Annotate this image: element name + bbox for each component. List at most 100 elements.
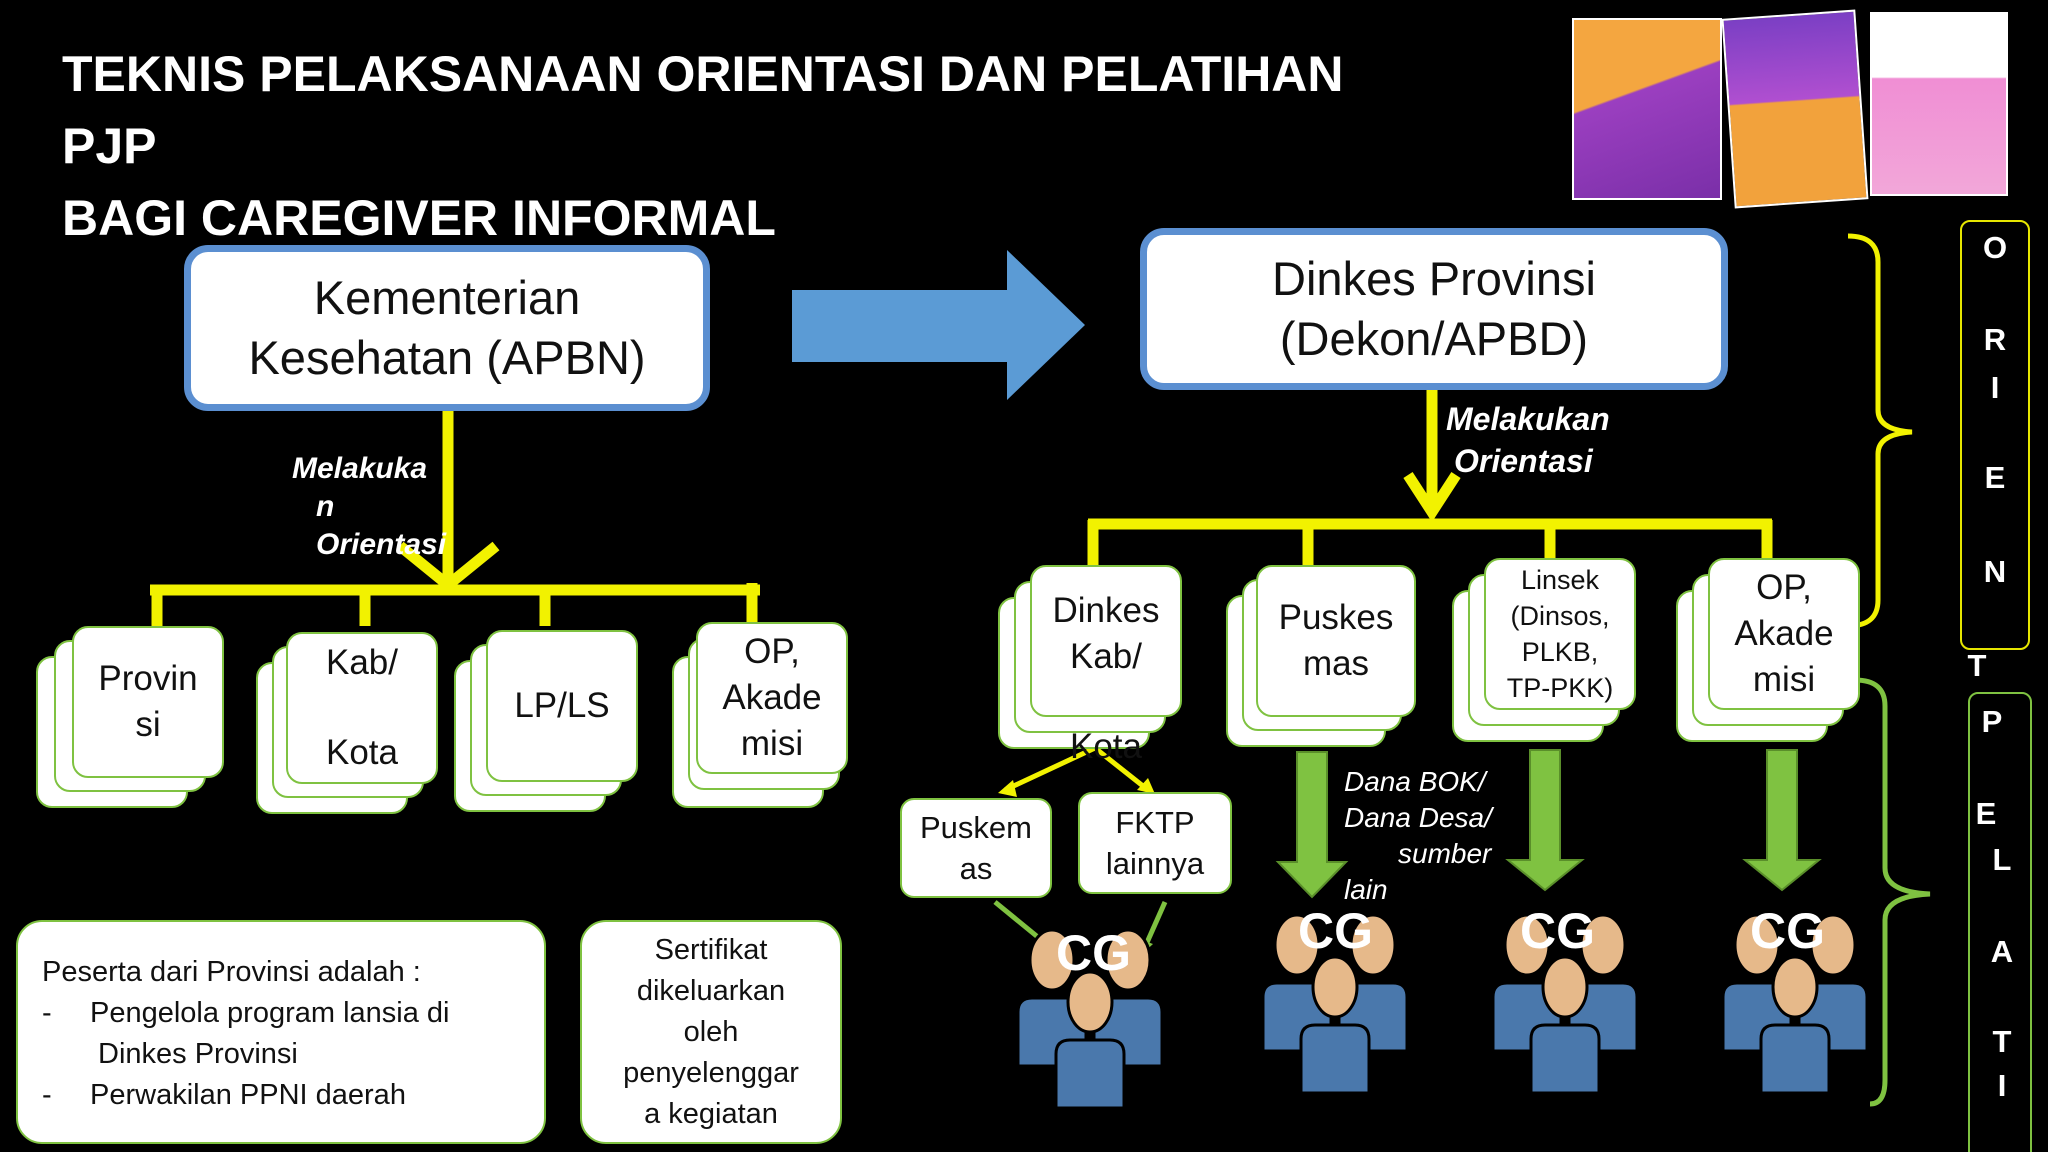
card-linsek-line-3: PLKB, <box>1521 637 1599 667</box>
card-puskesmas-line-1: Puskes <box>1278 598 1394 637</box>
peserta-bullet-1b: Dinkes Provinsi <box>98 1038 298 1070</box>
orientasi-letter-5: N <box>1983 554 2007 589</box>
dana-line-2: Dana Desa/ <box>1344 802 1492 833</box>
card-op-left-line-3: misi <box>740 724 804 763</box>
cg-label-2: CG <box>1298 903 1373 959</box>
dana-line-4: lain <box>1344 874 1388 905</box>
sertifikat-line-1: Sertifikat <box>654 934 768 966</box>
cg-label-4: CG <box>1750 903 1825 959</box>
peserta-dash-1: - <box>42 997 52 1029</box>
blue-right-arrow <box>792 250 1085 400</box>
card-linsek: Linsek (Dinsos, PLKB, TP-PKK) <box>1484 558 1636 710</box>
sertifikat-line-4: penyelenggar <box>623 1057 799 1089</box>
card-op-akademisi-right: OP, Akade misi <box>1708 558 1860 710</box>
peserta-heading: Peserta dari Provinsi adalah : <box>42 956 421 988</box>
card-op-right-line-2: Akade <box>1734 614 1834 653</box>
card-kab-kota-line-1: Kab/ <box>326 643 398 682</box>
card-op-left-line-2: Akade <box>722 678 822 717</box>
slide-title: TEKNIS PELAKSANAAN ORIENTASI DAN PELATIH… <box>62 38 1442 254</box>
peserta-dash-2: - <box>42 1079 52 1111</box>
card-op-akademisi-left: OP, Akade misi <box>696 622 848 774</box>
caregiver-group-icon <box>1261 913 1409 1095</box>
fktp-line-2: lainnya <box>1105 846 1205 881</box>
pelatihan-vertical-frame <box>1968 692 2032 1152</box>
person-icon-front <box>1759 955 1831 1095</box>
sertifikat-line-5: a kegiatan <box>644 1098 778 1130</box>
title-line-2: BAGI CAREGIVER INFORMAL <box>62 190 776 246</box>
orientasi-vertical-text: O R I E N T <box>1960 220 2030 683</box>
caregiver-group-icon <box>1016 928 1164 1110</box>
fktp-lainnya-box: FKTP lainnya <box>1078 792 1232 894</box>
fktp-line-1: FKTP <box>1115 805 1195 840</box>
orientasi-brace <box>1847 233 1913 629</box>
card-op-right-line-1: OP, <box>1756 568 1812 607</box>
sertifikat-line-3: oleh <box>683 1016 739 1048</box>
kemenkes-line-1: Kementerian <box>313 271 581 324</box>
card-lp-ls-line-1: LP/LS <box>514 686 610 725</box>
card-dinkes-kab-line-3: Kota <box>1069 727 1142 766</box>
card-dinkes-kab-kota: Dinkes Kab/ Kota <box>1030 565 1182 766</box>
card-provinsi-line-2: si <box>135 705 161 744</box>
right-yellow-connector <box>1087 384 1773 570</box>
left-orientasi-line-1: Melakuka <box>292 452 428 485</box>
pelatihan-letter-2: E <box>1975 796 1997 831</box>
title-line-1: TEKNIS PELAKSANAAN ORIENTASI DAN PELATIH… <box>62 46 1344 174</box>
kemenkes-box: Kementerian Kesehatan (APBN) <box>184 245 710 411</box>
card-op-right-line-3: misi <box>1752 660 1816 699</box>
cg-label-1: CG <box>1056 925 1131 981</box>
dinkes-provinsi-box: Dinkes Provinsi (Dekon/APBD) <box>1140 228 1728 390</box>
book-cover-1 <box>1572 18 1722 200</box>
orientasi-letter-1: O <box>1982 230 2008 265</box>
card-dinkes-kab-line-1: Dinkes <box>1052 591 1160 630</box>
right-orientasi-line-1: Melakukan <box>1446 401 1610 437</box>
green-down-arrows <box>1275 749 1822 899</box>
dinkes-provinsi-line-2: (Dekon/APBD) <box>1279 312 1589 365</box>
orientasi-vertical-frame <box>1960 220 2030 650</box>
pelatihan-letter-5: T <box>1992 1024 2012 1059</box>
pelatihan-vertical-text: P E L A T I <box>1968 692 2032 1152</box>
card-op-left-line-1: OP, <box>744 632 800 671</box>
pelatihan-letter-6: I <box>1997 1068 2007 1103</box>
card-lp-ls: LP/LS <box>486 630 638 782</box>
dana-line-1: Dana BOK/ <box>1344 766 1486 797</box>
card-kab-kota: Kab/ Kota <box>286 632 438 784</box>
orientasi-letter-3: I <box>1990 370 2000 405</box>
card-puskesmas: Puskes mas <box>1256 565 1416 717</box>
sertifikat-line-2: dikeluarkan <box>636 975 786 1007</box>
orientasi-letter-6: T <box>1967 648 1987 683</box>
sertifikat-note: Sertifikat dikeluarkan oleh penyelenggar… <box>580 920 842 1144</box>
orientasi-letter-2: R <box>1983 322 2007 357</box>
left-orientasi-label: Melakuka n Orientasi <box>292 450 446 564</box>
cg-label-3: CG <box>1520 903 1595 959</box>
puskemas-line-1: Puskem <box>920 810 1032 845</box>
kab-split-arrows <box>998 745 1155 797</box>
pelatihan-letter-4: A <box>1990 934 2014 969</box>
book-cover-2 <box>1721 9 1869 209</box>
caregiver-group-icon <box>1721 913 1869 1095</box>
card-provinsi-line-1: Provin <box>98 659 198 698</box>
dinkes-provinsi-line-1: Dinkes Provinsi <box>1272 252 1596 305</box>
people-layer <box>1016 913 1869 1110</box>
peserta-note: Peserta dari Provinsi adalah : - Pengelo… <box>16 920 546 1144</box>
orientasi-letter-4: E <box>1984 460 2006 495</box>
person-icon-front <box>1054 970 1126 1110</box>
dana-line-3: sumber <box>1398 838 1492 869</box>
peserta-bullet-2: Perwakilan PPNI daerah <box>90 1079 406 1111</box>
left-orientasi-line-3: Orientasi <box>316 528 447 561</box>
card-provinsi: Provin si <box>72 626 224 778</box>
peserta-bullet-1: Pengelola program lansia di <box>90 997 450 1029</box>
card-linsek-line-4: TP-PKK) <box>1506 673 1614 703</box>
pelatihan-brace <box>1854 677 1931 1107</box>
card-linsek-line-1: Linsek <box>1520 565 1600 595</box>
puskemas-line-2: as <box>959 851 993 886</box>
person-icon-front <box>1299 955 1371 1095</box>
card-puskesmas-line-2: mas <box>1302 644 1370 683</box>
left-orientasi-line-2: n <box>316 490 335 523</box>
pelatihan-letter-3: L <box>1992 842 2012 877</box>
dana-label: Dana BOK/ Dana Desa/ sumber lain <box>1344 764 1492 908</box>
pelatihan-letter-1: P <box>1981 704 2003 739</box>
left-yellow-connector <box>150 400 760 626</box>
book-cover-3 <box>1870 12 2008 196</box>
